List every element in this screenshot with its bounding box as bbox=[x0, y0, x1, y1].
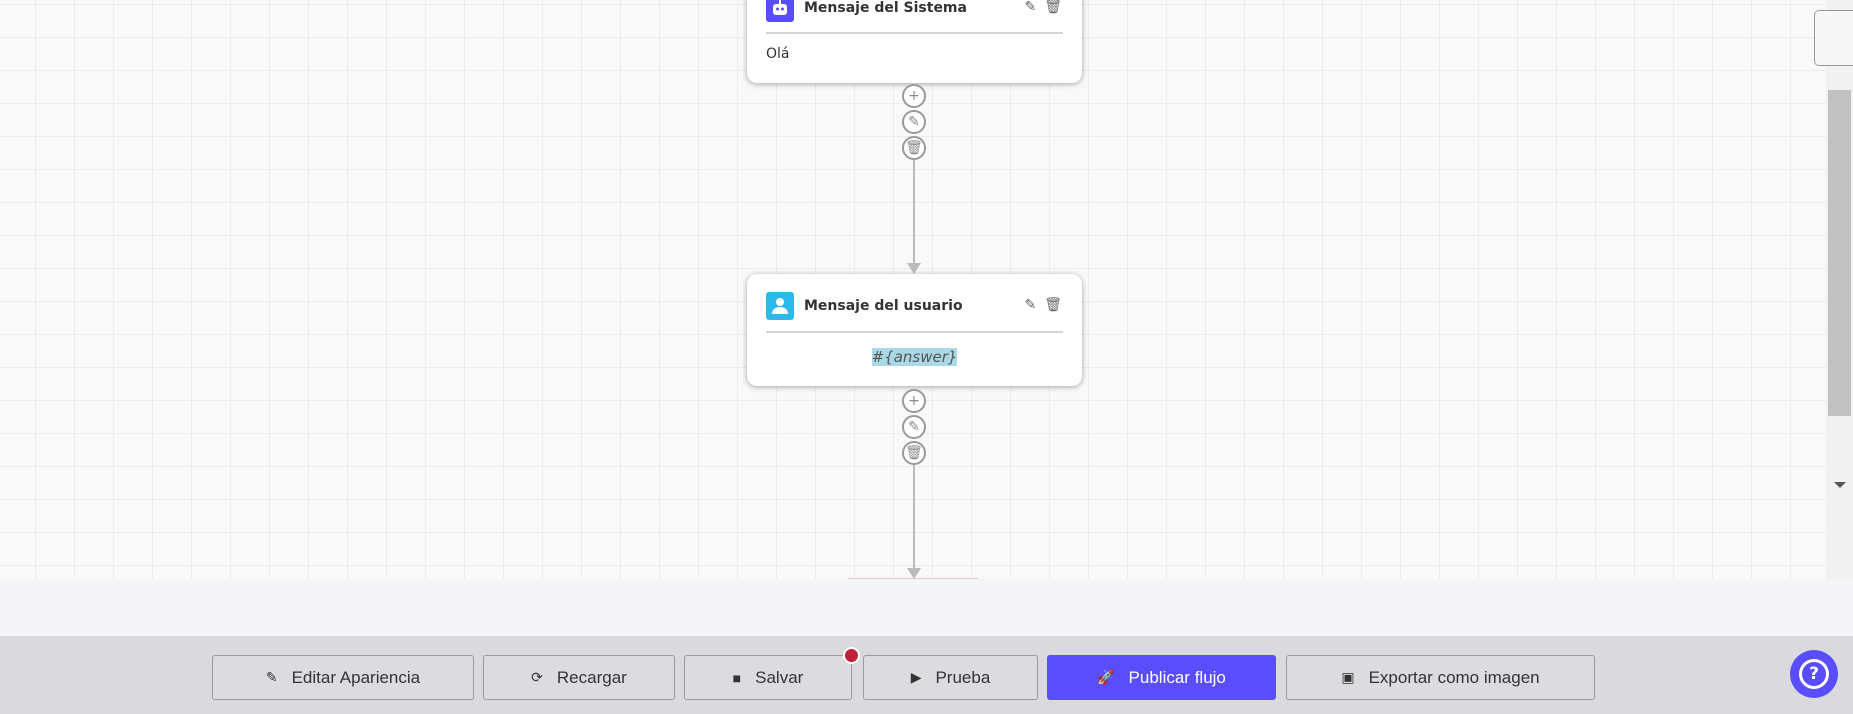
delete-node-icon[interactable]: 🗑 bbox=[1044, 0, 1062, 15]
node-system-message[interactable]: Mensaje del Sistema ✎ 🗑 Olá bbox=[747, 0, 1082, 83]
edit-node-icon[interactable]: ✎ bbox=[1024, 0, 1037, 15]
add-node-icon[interactable]: + bbox=[902, 389, 926, 413]
question-icon: ? bbox=[1799, 659, 1829, 689]
side-panel-tab[interactable] bbox=[1814, 10, 1853, 66]
node-title: Mensaje del usuario bbox=[804, 298, 963, 314]
node-content: Olá bbox=[766, 46, 790, 62]
test-button[interactable]: ▶ Prueba bbox=[863, 655, 1038, 700]
button-label: Salvar bbox=[755, 667, 804, 687]
scrollbar[interactable] bbox=[1826, 0, 1853, 579]
image-icon: ▣ bbox=[1341, 669, 1355, 685]
play-icon: ▶ bbox=[910, 669, 922, 685]
robot-icon bbox=[766, 0, 794, 22]
button-label: Exportar como imagen bbox=[1368, 667, 1540, 687]
arrow-down-icon bbox=[907, 263, 921, 274]
edit-icon: ✎ bbox=[265, 669, 278, 685]
help-button[interactable]: ? bbox=[1790, 650, 1838, 698]
node-user-message[interactable]: Mensaje del usuario ✎ 🗑 #{answer} bbox=[747, 274, 1082, 386]
publish-flow-button[interactable]: 🚀 Publicar flujo bbox=[1047, 655, 1276, 700]
edit-node-icon[interactable]: ✎ bbox=[1024, 297, 1037, 313]
delete-node-icon[interactable]: 🗑 bbox=[1044, 297, 1062, 313]
flow-canvas[interactable]: Mensaje del Sistema ✎🗑 Olá + ✎ 🗑 Mensaje… bbox=[0, 0, 1826, 579]
user-icon bbox=[766, 292, 794, 320]
button-label: Prueba bbox=[935, 667, 991, 687]
save-icon: ■ bbox=[732, 669, 742, 686]
edit-connection-icon[interactable]: ✎ bbox=[902, 415, 926, 439]
node-title: Mensaje del Sistema bbox=[804, 0, 967, 16]
delete-connection-icon[interactable]: 🗑 bbox=[902, 136, 926, 160]
unsaved-indicator bbox=[843, 647, 860, 664]
edit-connection-icon[interactable]: ✎ bbox=[902, 110, 926, 134]
add-node-icon[interactable]: + bbox=[902, 84, 926, 108]
export-image-button[interactable]: ▣ Exportar como imagen bbox=[1286, 655, 1595, 700]
divider bbox=[766, 32, 1063, 34]
scroll-down-icon[interactable] bbox=[1834, 482, 1846, 488]
delete-connection-icon[interactable]: 🗑 bbox=[902, 441, 926, 465]
arrow-down-icon bbox=[907, 568, 921, 579]
divider bbox=[766, 331, 1063, 333]
reload-button[interactable]: ⟳ Recargar bbox=[483, 655, 675, 700]
save-button[interactable]: ■ Salvar bbox=[684, 655, 852, 700]
connector-line bbox=[913, 160, 915, 264]
edit-appearance-button[interactable]: ✎ Editar Apariencia bbox=[212, 655, 474, 700]
connector-line bbox=[913, 465, 915, 571]
toolbar: ✎ Editar Apariencia ⟳ Recargar ■ Salvar ▶ Pr… bbox=[0, 636, 1853, 714]
refresh-icon: ⟳ bbox=[531, 669, 543, 685]
scrollbar-thumb[interactable] bbox=[1828, 90, 1851, 416]
button-label: Editar Apariencia bbox=[291, 667, 421, 687]
rocket-icon: 🚀 bbox=[1097, 669, 1115, 685]
next-node-edge bbox=[848, 578, 978, 579]
button-label: Publicar flujo bbox=[1128, 667, 1226, 687]
button-label: Recargar bbox=[556, 667, 627, 687]
node-content: #{answer} bbox=[871, 348, 958, 366]
